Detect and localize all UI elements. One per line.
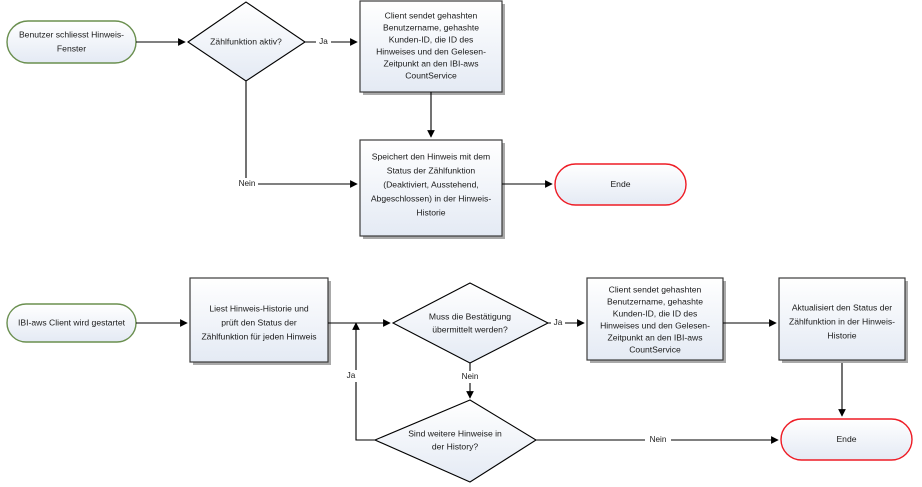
top-store-line4: Abgeschlossen) in der Hinweis- <box>371 193 492 203</box>
top-count-line4: Hinweises und den Gelesen- <box>376 46 486 56</box>
edge-label-bottom-no-confirm: Nein <box>462 372 479 381</box>
bottom-confirm-line2: übermittelt werden? <box>432 324 508 334</box>
edge-bottom-confirm-yes: Ja <box>548 317 585 329</box>
bottom-more-line1: Sind weitere Hinweise in <box>408 428 502 438</box>
bottom-confirm-decision-node[interactable]: Muss die Bestätigung übermittelt werden? <box>391 282 550 364</box>
top-start-label-line2: Fenster <box>57 43 86 53</box>
top-store-line5: Historie <box>416 207 445 217</box>
bottom-count-line4: Hinweises und den Gelesen- <box>600 320 710 330</box>
top-count-line3: Kunden-ID, die ID des <box>389 34 474 44</box>
edge-top-decision-no: Nein <box>236 81 358 190</box>
bottom-more-line2: der History? <box>432 441 479 451</box>
edge-label-bottom-yes-loop: Ja <box>347 371 356 380</box>
bottom-read-line1: Liest Hinweis-Historie und <box>209 303 309 313</box>
bottom-count-process-node[interactable]: Client sendet gehashten Benutzername, ge… <box>586 277 726 363</box>
top-start-node[interactable]: Benutzer schliesst Hinweis- Fenster <box>6 20 137 64</box>
bottom-start-label: IBI-aws Client wird gestartet <box>18 317 126 327</box>
top-decision-label: Zählfunktion aktiv? <box>210 36 282 46</box>
bottom-confirm-line1: Muss die Bestätigung <box>429 311 511 321</box>
bottom-count-line2: Benutzername, gehashte <box>607 296 703 306</box>
bottom-count-line1: Client sendet gehashten <box>609 284 702 294</box>
bottom-end-node[interactable]: Ende <box>780 418 913 461</box>
edge-top-decision-yes: Ja <box>305 36 358 48</box>
bottom-update-line2: Zählfunktion in der Hinweis- <box>789 316 895 326</box>
top-count-line5: Zeitpunkt an den IBI-aws <box>383 58 478 68</box>
bottom-end-label: Ende <box>836 434 856 444</box>
edge-label-top-no: Nein <box>239 179 256 188</box>
edge-label-top-yes: Ja <box>319 37 328 46</box>
edge-bottom-more-no: Nein <box>536 434 779 446</box>
top-end-label: Ende <box>610 179 630 189</box>
edge-label-bottom-no-more: Nein <box>650 435 667 444</box>
bottom-update-process-node[interactable]: Aktualisiert den Status der Zählfunktion… <box>778 277 908 363</box>
bottom-more-decision-node[interactable]: Sind weitere Hinweise in der History? <box>373 399 538 483</box>
bottom-update-line1: Aktualisiert den Status der <box>792 302 892 312</box>
top-decision-node[interactable]: Zählfunktion aktiv? <box>187 1 306 82</box>
bottom-read-line2: prüft den Status der <box>221 317 297 327</box>
top-count-line2: Benutzername, gehashte <box>383 22 479 32</box>
top-count-line6: CountService <box>405 70 457 80</box>
edge-bottom-more-yes-loopback: Ja <box>345 322 375 441</box>
top-store-line3: (Deaktiviert, Ausstehend, <box>383 179 479 189</box>
top-start-label-line1: Benutzer schliesst Hinweis- <box>19 29 124 39</box>
bottom-update-line3: Historie <box>827 330 856 340</box>
bottom-read-process-node[interactable]: Liest Hinweis-Historie und prüft den Sta… <box>189 277 331 365</box>
bottom-count-line5: Zeitpunkt an den IBI-aws <box>607 332 702 342</box>
edge-bottom-confirm-no: Nein <box>458 363 482 399</box>
top-end-node[interactable]: Ende <box>554 163 687 206</box>
top-count-line1: Client sendet gehashten <box>385 10 478 20</box>
bottom-count-line3: Kunden-ID, die ID des <box>613 308 698 318</box>
bottom-read-line3: Zählfunktion für jeden Hinweis <box>201 331 316 341</box>
top-store-process-node[interactable]: Speichert den Hinweis mit dem Status der… <box>359 139 505 239</box>
top-store-line2: Status der Zählfunktion <box>387 165 476 175</box>
top-count-process-node[interactable]: Client sendet gehashten Benutzername, ge… <box>359 0 505 95</box>
bottom-start-node[interactable]: IBI-aws Client wird gestartet <box>6 303 137 343</box>
bottom-count-line6: CountService <box>629 344 681 354</box>
top-store-line1: Speichert den Hinweis mit dem <box>372 151 490 161</box>
edge-label-bottom-yes: Ja <box>554 318 563 327</box>
